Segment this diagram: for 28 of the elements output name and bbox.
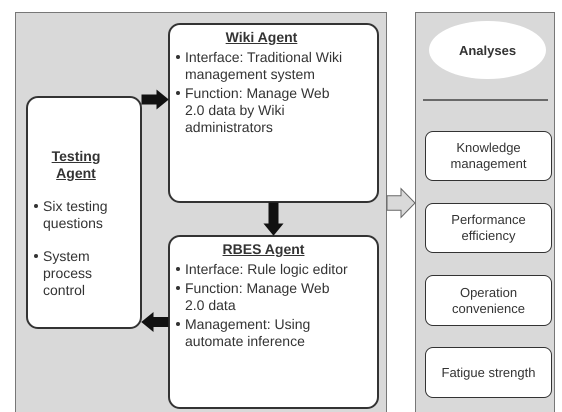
block-arrow — [142, 89, 169, 110]
analysis-label: Performance efficiency — [450, 212, 527, 244]
agent-title: Wiki Agent — [224, 29, 298, 46]
analysis-label: Operation convenience — [451, 284, 526, 316]
agent-box — [26, 96, 142, 329]
block-arrow — [263, 202, 284, 236]
agent-title: Testing Agent — [50, 148, 102, 182]
agent-title: RBES Agent — [222, 241, 306, 258]
agent-box — [168, 235, 379, 409]
panel-background — [15, 12, 387, 412]
block-arrow — [141, 312, 168, 332]
bullet-text: Management: Using automate inference — [185, 316, 312, 350]
bullet-text: Interface: Traditional Wiki management system — [185, 49, 344, 83]
bullet-text: System process control — [43, 248, 94, 299]
panel-background — [415, 12, 555, 412]
bullet-text: Function: Manage Web 2.0 data — [185, 280, 330, 314]
heading-text: Analyses — [458, 42, 516, 58]
bullet-text: Six testing questions — [43, 198, 109, 232]
agent-box — [168, 23, 379, 203]
analysis-box — [425, 275, 552, 326]
analysis-box — [425, 347, 552, 398]
analysis-label: Fatigue strength — [442, 364, 536, 380]
block-arrow — [386, 187, 416, 219]
analysis-box — [425, 203, 552, 253]
bullet-text: Interface: Rule logic editor — [185, 261, 348, 278]
analysis-label: Knowledge management — [450, 140, 528, 172]
analysis-box — [425, 131, 552, 181]
bullet-text: Function: Manage Web 2.0 data by Wiki administrators — [185, 85, 330, 136]
